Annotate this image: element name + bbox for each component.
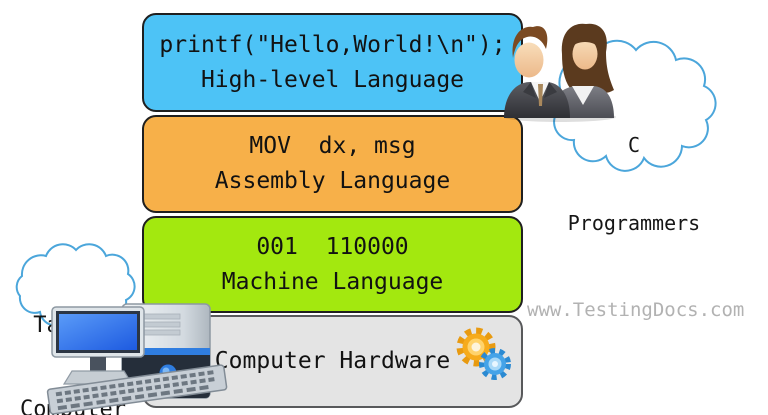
gears-icon <box>456 327 511 380</box>
assembly-label: Assembly Language <box>214 168 451 194</box>
computer-monitor <box>51 306 145 385</box>
c-programmers-label: C Programmers <box>549 80 719 288</box>
c-programmers-line2: Programmers <box>567 211 701 235</box>
high-level-label: High-level Language <box>200 66 465 93</box>
watermark-text: www.TestingDocs.com <box>527 299 745 321</box>
programmer-people-icon <box>504 23 616 122</box>
machine-label: Machine Language <box>221 268 444 295</box>
woman-programmer-icon <box>550 23 614 118</box>
desktop-computer-icon <box>46 303 228 415</box>
hardware-label: Computer Hardware <box>214 348 451 374</box>
layer-machine-language: 001 110000 Machine Language <box>142 216 523 313</box>
c-programmers-line1: C <box>627 133 641 157</box>
machine-code-line: 001 110000 <box>256 233 409 260</box>
man-programmer-icon <box>504 26 570 118</box>
high-level-code-line: printf("Hello,World!\n"); <box>159 31 506 58</box>
computer-keyboard <box>46 364 228 415</box>
layer-assembly-language: MOV dx, msg Assembly Language <box>142 115 523 213</box>
layer-high-level-language: printf("Hello,World!\n"); High-level Lan… <box>142 13 523 112</box>
blue-gear-icon <box>479 348 511 380</box>
assembly-code-line: MOV dx, msg <box>249 133 416 159</box>
